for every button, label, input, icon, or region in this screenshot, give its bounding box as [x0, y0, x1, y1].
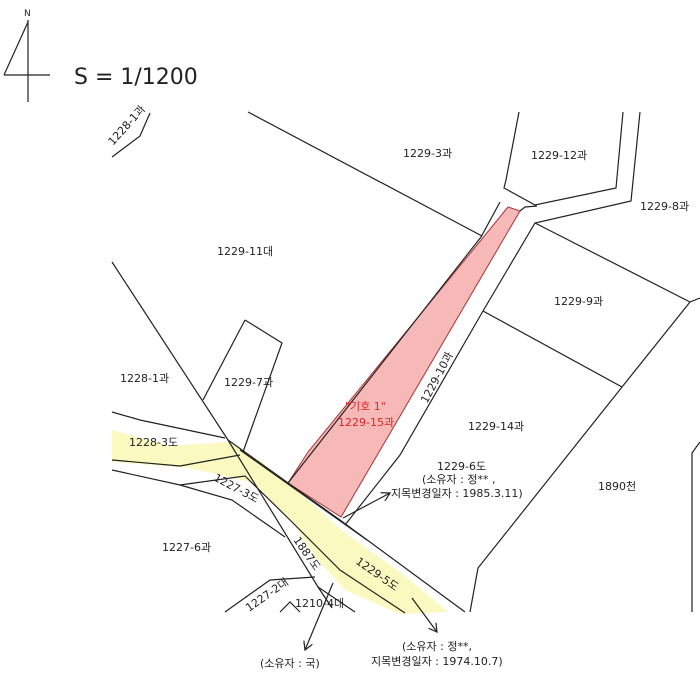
north-label: N	[24, 9, 31, 19]
label-1229-3: 1229-3과	[403, 147, 452, 160]
label-1227-6: 1227-6과	[162, 541, 211, 554]
label-1890: 1890천	[598, 479, 636, 493]
scale-label: S = 1/1200	[74, 65, 198, 90]
label-1229-7: 1229-7과	[224, 376, 273, 389]
north-arrow-icon	[3, 20, 50, 102]
arrow-1887	[305, 582, 334, 650]
label-1228-1: 1228-1과	[120, 372, 169, 385]
target-parcel-1229-15[interactable]	[287, 206, 521, 518]
annotation-1229-5-owner: (소유자 : 정**,	[402, 640, 472, 653]
label-1228-3: 1228-3도	[129, 436, 178, 449]
arrow-1229-5	[411, 597, 437, 632]
annotation-1229-6-owner: (소유자 : 정** ,	[422, 473, 495, 486]
road-highlight	[112, 430, 448, 614]
annotation-1229-6-date: 지목변경일자 : 1985.3.11)	[391, 486, 523, 500]
arrow-1229-6	[342, 493, 390, 519]
label-1229-12: 1229-12과	[531, 149, 587, 162]
annotation-1887-owner: (소유자 : 국)	[260, 657, 320, 670]
annotation-1229-6-title: 1229-6도	[437, 460, 486, 473]
label-1229-8: 1229-8과	[640, 200, 689, 213]
label-1229-15: 1229-15과	[338, 416, 394, 429]
label-1229-9: 1229-9과	[554, 295, 603, 308]
label-1210-4: 1210-4대	[295, 597, 344, 610]
label-1229-14: 1229-14과	[468, 420, 524, 433]
label-1229-11: 1229-11대	[217, 245, 273, 258]
annotation-1229-5-date: 지목변경일자 : 1974.10.7)	[371, 654, 503, 668]
parcel-boundaries	[111, 111, 700, 614]
label-target-symbol: "기호 1"	[345, 400, 386, 413]
label-1228-1-small: 1228-1과	[106, 103, 149, 148]
